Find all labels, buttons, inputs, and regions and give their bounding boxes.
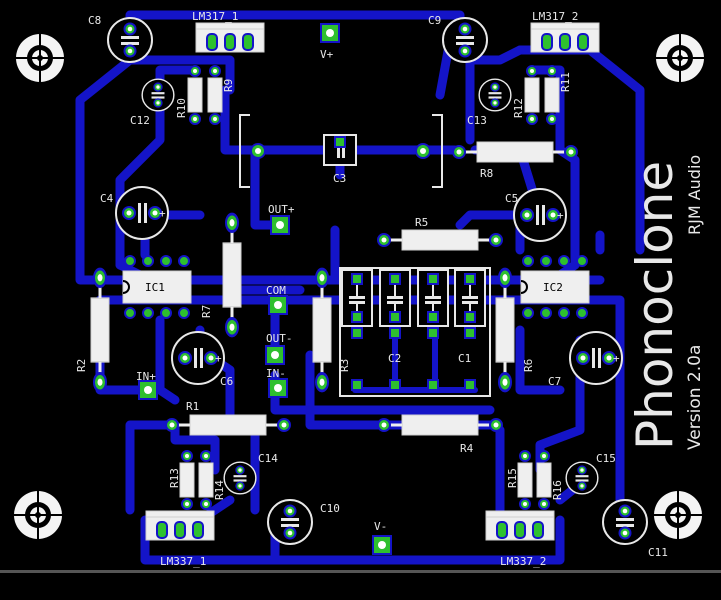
capacitor-c3 xyxy=(239,114,443,188)
label-com: COM xyxy=(266,284,286,297)
capacitor-c1b xyxy=(454,269,486,327)
regulator-lm317-1 xyxy=(195,22,265,53)
resistor-r1 xyxy=(164,413,292,437)
board-edge xyxy=(0,570,721,573)
terminal-outminus[interactable] xyxy=(265,345,285,365)
label-c3: C3 xyxy=(333,172,346,185)
label-r5: R5 xyxy=(415,216,428,229)
capacitor-c5 xyxy=(513,188,567,242)
capacitor-c12 xyxy=(141,78,175,112)
label-c9: C9 xyxy=(428,14,441,27)
label-c15: C15 xyxy=(596,452,616,465)
label-r8: R8 xyxy=(480,167,493,180)
label-r11: R11 xyxy=(559,72,572,92)
label-r12: R12 xyxy=(512,98,525,118)
label-c13: C13 xyxy=(467,114,487,127)
resistor-r12 xyxy=(524,65,540,125)
resistor-r4 xyxy=(376,413,504,437)
label-c7: C7 xyxy=(548,375,561,388)
capacitor-c10 xyxy=(267,499,313,545)
terminal-vminus[interactable] xyxy=(372,535,392,555)
label-c6: C6 xyxy=(220,375,233,388)
label-lm337-1: LM337_1 xyxy=(160,555,206,568)
label-r10: R10 xyxy=(175,98,188,118)
resistor-r5 xyxy=(376,228,504,252)
label-r15: R15 xyxy=(506,468,519,488)
label-outplus: OUT+ xyxy=(268,203,295,216)
label-r13: R13 xyxy=(168,468,181,488)
label-r14: R14 xyxy=(213,480,226,500)
capacitor-c6 xyxy=(171,331,225,385)
capacitor-c7 xyxy=(569,331,623,385)
label-c5: C5 xyxy=(505,192,518,205)
resistor-r15 xyxy=(517,450,533,510)
label-lm337-2: LM337_2 xyxy=(500,555,546,568)
capacitor-c13 xyxy=(478,78,512,112)
capacitor-array xyxy=(339,267,491,397)
terminal-inplus[interactable] xyxy=(138,380,158,400)
resistor-r6 xyxy=(496,269,514,391)
label-r16: R16 xyxy=(551,480,564,500)
label-r6: R6 xyxy=(522,359,535,372)
board-title: Phonoclone xyxy=(626,161,684,450)
label-inminus: IN- xyxy=(266,367,286,380)
resistor-r2 xyxy=(91,269,109,391)
label-r1: R1 xyxy=(186,400,199,413)
mounting-hole-bottom-right xyxy=(653,490,703,540)
label-c12: C12 xyxy=(130,114,150,127)
terminal-vplus[interactable] xyxy=(320,23,340,43)
regulator-lm317-2 xyxy=(530,22,600,53)
label-outminus: OUT- xyxy=(266,332,293,345)
label-vplus: V+ xyxy=(320,48,334,61)
capacitor-c4 xyxy=(115,186,169,240)
resistor-r9 xyxy=(207,65,223,125)
label-c14: C14 xyxy=(258,452,278,465)
label-c10: C10 xyxy=(320,502,340,515)
label-c4: C4 xyxy=(100,192,114,205)
capacitor-c1a xyxy=(417,269,449,327)
regulator-lm337-2 xyxy=(485,510,555,541)
capacitor-c8 xyxy=(107,17,153,63)
label-ic1: IC1 xyxy=(145,281,165,294)
label-c1: C1 xyxy=(458,352,471,365)
resistor-r13 xyxy=(179,450,195,510)
label-c11: C11 xyxy=(648,546,668,559)
terminal-inminus[interactable] xyxy=(268,378,288,398)
label-r3: R3 xyxy=(338,359,351,372)
label-r9: R9 xyxy=(222,79,235,92)
board-maker: RJM Audio xyxy=(685,155,704,235)
mounting-hole-top-left xyxy=(15,33,65,83)
label-ic2: IC2 xyxy=(543,281,563,294)
terminal-com[interactable] xyxy=(268,295,288,315)
mounting-hole-top-right xyxy=(655,33,705,83)
resistor-r10 xyxy=(187,65,203,125)
capacitor-c15 xyxy=(565,461,599,495)
label-r4: R4 xyxy=(460,442,474,455)
capacitor-c2b xyxy=(379,269,411,327)
label-c8: C8 xyxy=(88,14,101,27)
label-r7: R7 xyxy=(200,305,213,318)
label-inplus: IN+ xyxy=(136,370,156,383)
label-r2: R2 xyxy=(75,359,88,372)
resistor-r7 xyxy=(223,214,241,336)
label-lm317-2: LM317_2 xyxy=(532,10,578,23)
board-version: Version 2.0a xyxy=(685,345,705,450)
capacitor-c2a xyxy=(341,269,373,327)
mounting-hole-bottom-left xyxy=(13,490,63,540)
resistor-r3 xyxy=(313,269,331,391)
capacitor-c14 xyxy=(223,461,257,495)
label-lm317-1: LM317_1 xyxy=(192,10,238,23)
capacitor-c11 xyxy=(602,499,648,545)
label-vminus: V- xyxy=(374,520,387,533)
capacitor-c9 xyxy=(442,17,488,63)
regulator-lm337-1 xyxy=(145,510,215,541)
label-c2: C2 xyxy=(388,352,401,365)
terminal-outplus[interactable] xyxy=(270,215,290,235)
